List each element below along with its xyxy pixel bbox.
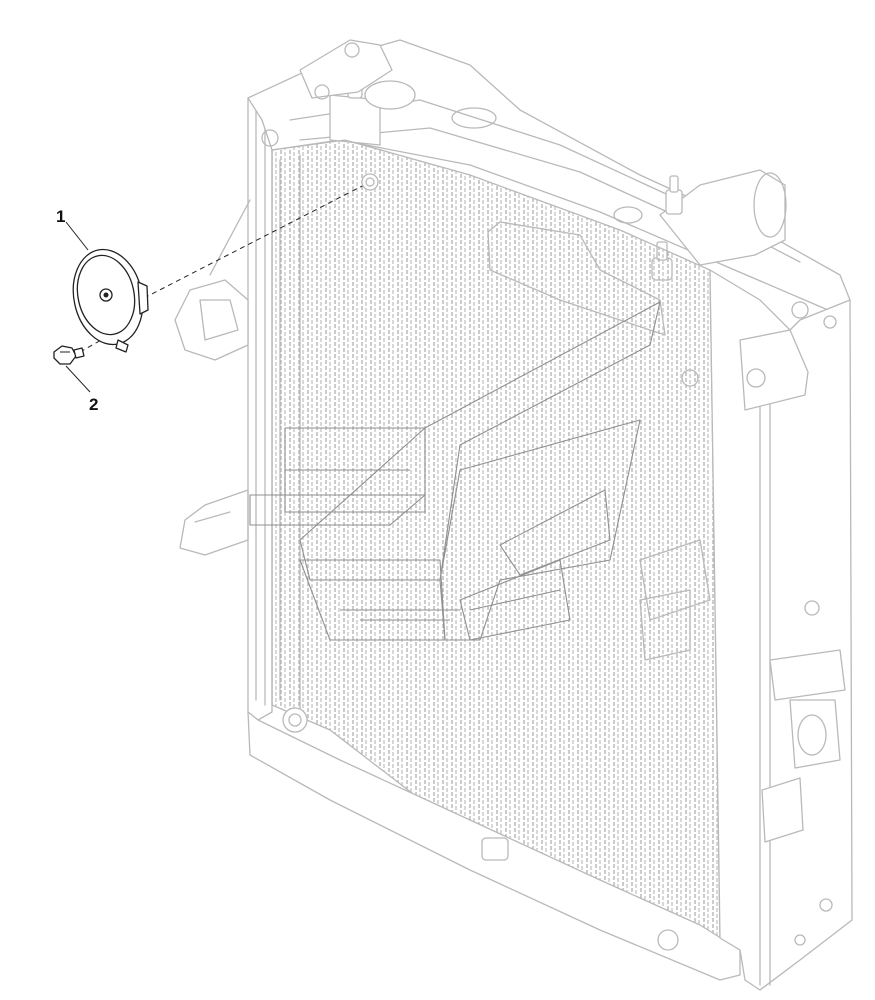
assembly-line: [143, 181, 371, 299]
radiator-core: [271, 139, 721, 940]
radiator-left-bracket: [174, 279, 249, 361]
callout-2-label: 2: [89, 395, 98, 414]
callout-1-leader: [65, 221, 89, 251]
bolt: [53, 345, 85, 365]
callout-1-label: 1: [56, 207, 65, 226]
radiator-right-frame: [709, 269, 853, 991]
exploded-parts: 1 2: [53, 173, 379, 414]
radiator-left-frame: [247, 93, 273, 721]
radiator-upper-pipe: [329, 94, 381, 146]
logo-watermark: [249, 301, 661, 641]
callout-2-leader: [65, 365, 91, 393]
horn: [72, 248, 149, 353]
radiator-assembly: [174, 39, 853, 991]
